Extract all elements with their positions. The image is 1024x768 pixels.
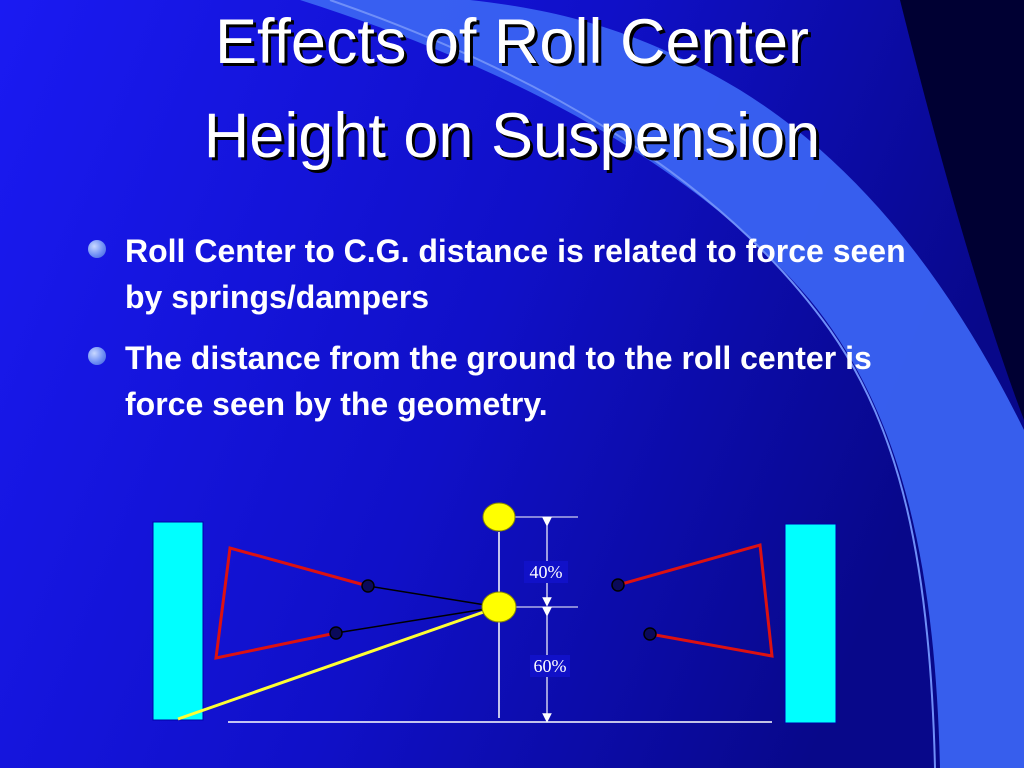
left-wheel	[152, 521, 204, 721]
right-lower-pivot	[643, 627, 657, 641]
bullet-dot-icon	[88, 240, 106, 258]
left-upper-pivot	[361, 579, 375, 593]
dark-corner-shape	[900, 0, 1024, 420]
light-wave-shape	[300, 0, 1024, 768]
slide-title-line-1: Effects of Roll Center	[214, 7, 810, 77]
right-upper-pivot	[611, 578, 625, 592]
right-control-arm	[617, 543, 774, 658]
slide-title-line-2: Height on Suspension	[203, 101, 821, 171]
upper-arm-projection-line	[367, 585, 499, 608]
force-line	[177, 605, 499, 721]
wave-highlight-curve	[329, 0, 936, 768]
bullet-dot-icon	[88, 347, 106, 365]
right-wheel	[784, 523, 837, 724]
lower-percentage-label: 60%	[534, 656, 567, 676]
upper-percentage-label: 40%	[530, 562, 563, 582]
center-of-gravity-marker	[482, 502, 516, 532]
bullet-text: The distance from the ground to the roll…	[125, 340, 872, 422]
left-control-arm	[214, 546, 369, 660]
roll-center-marker	[481, 591, 517, 623]
lower-arm-projection-line	[335, 606, 499, 634]
bullet-text: Roll Center to C.G. distance is related …	[125, 233, 906, 315]
left-lower-pivot	[329, 626, 343, 640]
